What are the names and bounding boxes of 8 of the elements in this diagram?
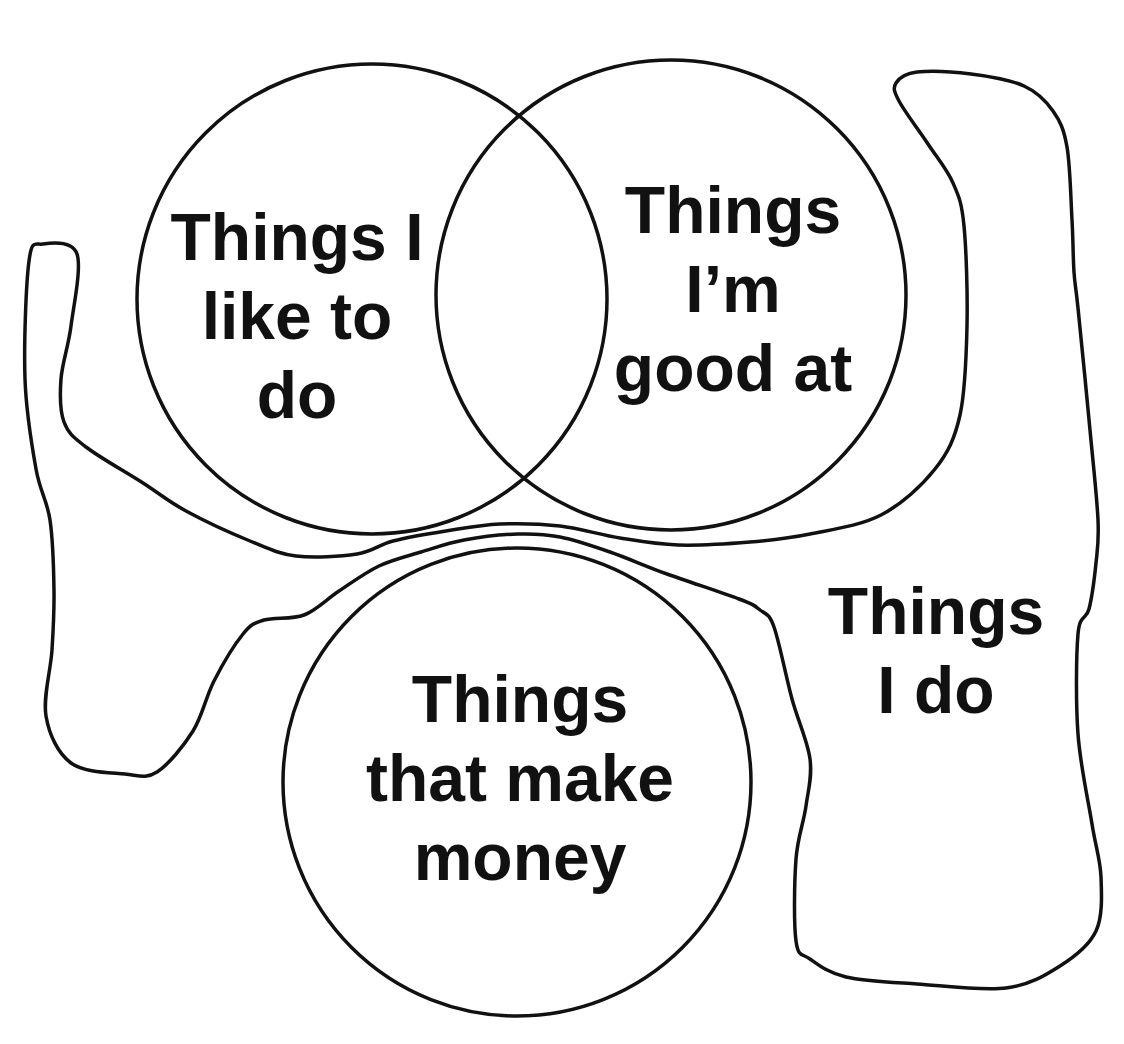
venn-circle [434,58,908,532]
venn-label: Things I’m good at [612,172,854,407]
freehand-outline [21,68,1105,992]
venn-label: Things I like to do [169,199,425,434]
venn-label: Things I do [826,573,1046,729]
venn-circle [281,546,753,1018]
venn-label: Things that make money [364,661,676,896]
venn-circle [135,62,609,536]
